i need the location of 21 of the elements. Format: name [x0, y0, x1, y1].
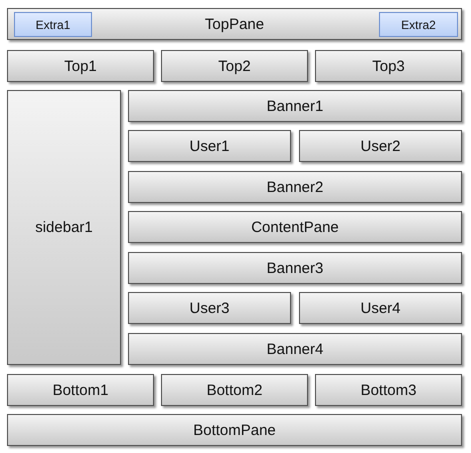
module-panel: ContentPane [128, 211, 462, 243]
module-panel: Banner1 [128, 90, 462, 122]
module-panel: Bottom3 [315, 374, 462, 406]
module-panel: Banner3 [128, 252, 462, 284]
module-panel: User4 [299, 292, 462, 324]
module-panel: Banner2 [128, 171, 462, 203]
module-panel: User1 [128, 130, 291, 162]
extra-module-panel: Extra2 [379, 12, 458, 37]
module-panel: Top2 [161, 50, 308, 82]
pane-title: TopPane [204, 16, 264, 32]
module-panel: Banner4 [128, 333, 462, 365]
module-panel: Top1 [7, 50, 154, 82]
extra-module-panel: Extra1 [14, 12, 92, 37]
module-panel: Bottom1 [7, 374, 154, 406]
module-panel: sidebar1 [7, 90, 121, 365]
module-panel: BottomPane [7, 414, 462, 446]
pane-panel [7, 8, 462, 40]
module-panel: Top3 [315, 50, 462, 82]
module-panel: Bottom2 [161, 374, 308, 406]
module-panel: User3 [128, 292, 291, 324]
module-panel: User2 [299, 130, 462, 162]
